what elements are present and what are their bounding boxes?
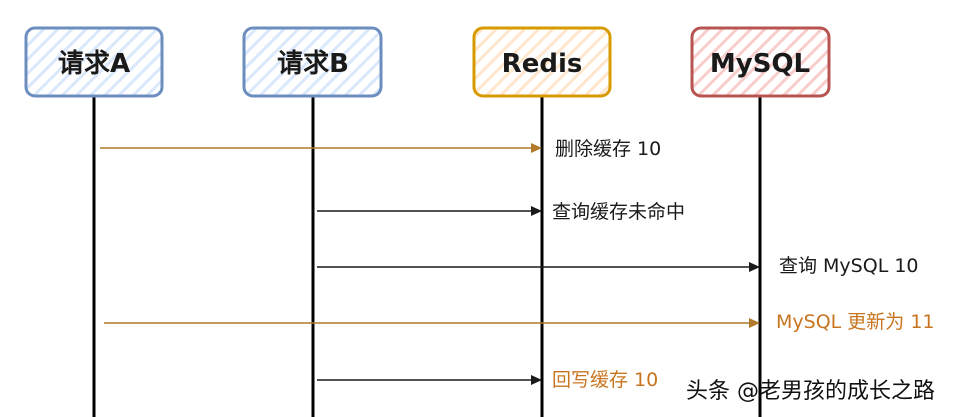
participant-label: MySQL bbox=[710, 49, 810, 79]
message-query-mysql: 查询 MySQL 10 bbox=[317, 255, 919, 277]
message-query-cache-miss: 查询缓存未命中 bbox=[317, 201, 685, 223]
message-delete-cache: 删除缓存 10 bbox=[100, 138, 661, 160]
participant-box bbox=[690, 26, 831, 98]
message-label: 删除缓存 10 bbox=[555, 138, 661, 160]
message-mysql-update: MySQL 更新为 11 bbox=[104, 311, 935, 333]
participant-redis: Redis bbox=[472, 26, 612, 98]
participant-label: 请求A bbox=[58, 49, 130, 79]
message-label: 查询 MySQL 10 bbox=[779, 255, 919, 277]
arrowhead-icon bbox=[531, 206, 542, 216]
arrowhead-icon bbox=[749, 318, 760, 328]
arrowhead-icon bbox=[531, 375, 542, 385]
watermark-text: 头条 @老男孩的成长之路 bbox=[686, 379, 935, 404]
participant-request-b: 请求B bbox=[242, 26, 383, 98]
participant-box bbox=[242, 26, 383, 98]
participant-mysql: MySQL bbox=[690, 26, 831, 98]
message-label: 查询缓存未命中 bbox=[552, 201, 685, 223]
message-label: MySQL 更新为 11 bbox=[776, 311, 935, 333]
participant-box bbox=[472, 26, 612, 98]
participant-label: 请求B bbox=[277, 49, 349, 79]
participant-box bbox=[24, 26, 164, 98]
participant-request-a: 请求A bbox=[24, 26, 164, 98]
arrowhead-icon bbox=[749, 262, 760, 272]
participant-label: Redis bbox=[502, 49, 583, 79]
message-write-back-cache: 回写缓存 10 bbox=[317, 369, 658, 391]
arrowhead-icon bbox=[531, 143, 542, 153]
message-label: 回写缓存 10 bbox=[552, 369, 658, 391]
